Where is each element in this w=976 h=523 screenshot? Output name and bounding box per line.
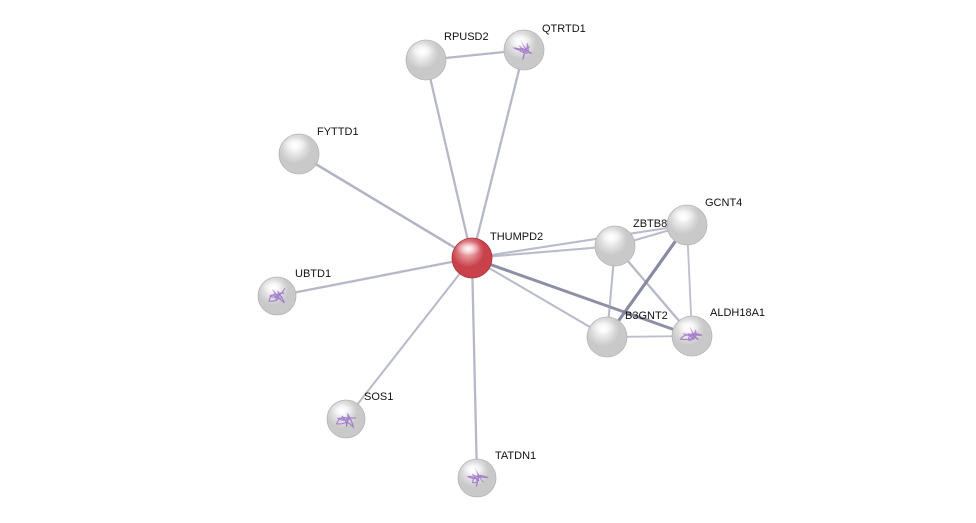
protein-structure-icon (335, 412, 356, 429)
node-label: FYTTD1 (317, 126, 359, 138)
node-qtrtd1[interactable]: QTRTD1 (503, 23, 586, 71)
node-label: GCNT4 (705, 197, 742, 209)
edge-thumpd2-aldh18a1 (470, 256, 694, 338)
edge-thumpd2-tatdn1 (470, 256, 479, 480)
node-label: QTRTD1 (542, 23, 586, 35)
node-aldh18a1[interactable]: ALDH18A1 (671, 307, 765, 357)
node-highlight (330, 403, 355, 417)
node-tatdn1[interactable]: TATDN1 (457, 450, 536, 498)
edge-thumpd2-sos1 (344, 256, 474, 421)
node-highlight (410, 43, 435, 58)
node-highlight (508, 33, 533, 48)
protein-structure-icon (268, 287, 286, 304)
node-sos1[interactable]: SOS1 (326, 391, 393, 439)
edge-thumpd2-rpusd2 (424, 58, 474, 260)
protein-structure-icon (679, 326, 703, 341)
node-highlight (456, 241, 481, 256)
node-gcnt4[interactable]: GCNT4 (666, 197, 742, 246)
node-highlight (283, 137, 308, 152)
node-label: ZBTB8 (633, 218, 667, 230)
node-ubtd1[interactable]: UBTD1 (257, 268, 331, 316)
edge-thumpd2-qtrtd1 (470, 48, 526, 260)
edge-thumpd2-gcnt4 (470, 223, 689, 260)
node-thumpd2[interactable]: THUMPD2 (451, 231, 543, 279)
edge-thumpd2-b3gnt2 (470, 256, 609, 339)
protein-structure-icon (512, 39, 533, 60)
edge-thumpd2-ubtd1 (275, 256, 474, 298)
node-label: TATDN1 (495, 450, 536, 462)
node-fyttd1[interactable]: FYTTD1 (278, 126, 359, 175)
edge-thumpd2-zbtb8 (470, 244, 617, 260)
edge-gcnt4-b3gnt2 (605, 223, 689, 339)
node-b3gnt2[interactable]: B3GNT2 (586, 310, 668, 358)
edge-thumpd2-fyttd1 (297, 152, 474, 260)
node-label: SOS1 (364, 391, 393, 403)
nodes-layer: THUMPD2 RPUSD2 QTRTD1FYTTD1UBTD1SOS1TATDN1… (257, 23, 765, 498)
node-label: B3GNT2 (625, 310, 668, 322)
node-zbtb8[interactable]: ZBTB8 (594, 218, 667, 267)
node-label: UBTD1 (295, 268, 331, 280)
node-label: ALDH18A1 (710, 307, 765, 319)
node-highlight (676, 319, 701, 334)
node-label: THUMPD2 (490, 231, 543, 243)
node-rpusd2[interactable]: RPUSD2 (405, 31, 489, 81)
node-highlight (261, 280, 286, 294)
node-highlight (671, 208, 696, 223)
node-highlight (599, 229, 624, 244)
node-label: RPUSD2 (444, 31, 489, 43)
node-highlight (461, 462, 486, 476)
node-highlight (591, 320, 616, 335)
